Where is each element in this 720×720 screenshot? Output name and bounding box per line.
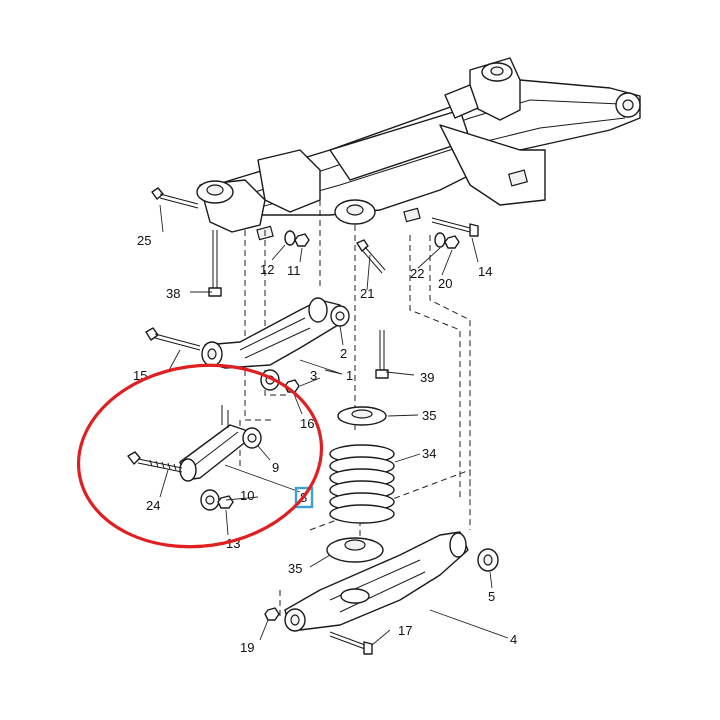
callout-17: 17 xyxy=(398,623,412,638)
washer-nut-12-11 xyxy=(284,230,310,247)
callout-2: 2 xyxy=(340,346,347,361)
callout-14: 14 xyxy=(478,264,492,279)
callout-35-lower: 35 xyxy=(288,561,302,576)
callout-4: 4 xyxy=(510,632,517,647)
washer-nut-22-20 xyxy=(434,232,460,249)
callout-25: 25 xyxy=(137,233,151,248)
callout-34: 34 xyxy=(422,446,436,461)
rear-subframe xyxy=(196,57,641,241)
callout-19: 19 xyxy=(240,640,254,655)
lateral-link-part-8 xyxy=(127,405,262,511)
callout-5: 5 xyxy=(488,589,495,604)
bolt-39 xyxy=(375,330,389,379)
callout-11: 11 xyxy=(287,263,301,278)
callout-39: 39 xyxy=(420,370,434,385)
upper-spring-seat xyxy=(337,406,387,426)
bolt-24 xyxy=(127,451,183,473)
callout-22: 22 xyxy=(410,266,424,281)
callout-24: 24 xyxy=(146,498,160,513)
part-8-highlight-box xyxy=(294,486,314,509)
lower-spring-seat xyxy=(326,537,384,563)
callout-9: 9 xyxy=(272,460,279,475)
callout-3: 3 xyxy=(310,368,317,383)
bolt-14 xyxy=(431,217,479,237)
coil-spring xyxy=(329,444,395,524)
bolt-25 xyxy=(151,187,199,209)
callout-20: 20 xyxy=(438,276,452,291)
bolt-17 xyxy=(329,631,373,655)
callout-16: 16 xyxy=(300,416,314,431)
bolt-21 xyxy=(356,239,386,274)
assembly-guide-lines xyxy=(239,200,471,620)
callout-1: 1 xyxy=(346,368,353,383)
bolt-15 xyxy=(145,327,201,351)
upper-control-arm xyxy=(201,297,350,369)
callout-12: 12 xyxy=(260,262,274,277)
callout-38: 38 xyxy=(166,286,180,301)
bolt-38 xyxy=(208,230,222,297)
red-highlight-circle xyxy=(76,363,324,549)
lower-control-arm xyxy=(284,531,499,632)
bushing-3-and-nut-16 xyxy=(260,369,300,393)
callout-35-upper: 35 xyxy=(422,408,436,423)
nut-19 xyxy=(264,607,280,621)
callout-21: 21 xyxy=(360,286,374,301)
leader-lines xyxy=(159,204,509,646)
callout-10: 10 xyxy=(240,488,254,503)
